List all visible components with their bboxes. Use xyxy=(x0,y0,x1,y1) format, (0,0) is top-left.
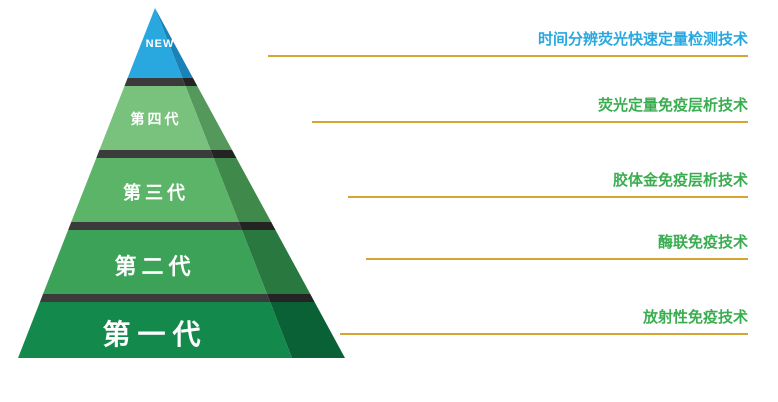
separator-2-front xyxy=(96,150,214,158)
tier-new-front xyxy=(127,8,183,78)
underline xyxy=(340,333,748,335)
tier-2nd-side xyxy=(241,230,311,294)
tech-label: 酶联免疫技术 xyxy=(657,234,748,251)
separator-3-side xyxy=(238,222,276,230)
separator-4-front xyxy=(39,294,271,302)
tech-row-elisa: 酶联免疫技术 xyxy=(366,233,748,260)
tier-1st-front xyxy=(18,302,292,358)
underline xyxy=(366,258,748,260)
tier-new-side xyxy=(155,8,193,78)
tier-2nd-front xyxy=(43,230,267,294)
underline xyxy=(312,121,748,123)
tech-row-colloidal-gold-immunochromatography: 胶体金免疫层析技术 xyxy=(348,171,748,198)
tier-label-1st-generation: 第一代 xyxy=(102,319,208,350)
tier-label-new: NEW xyxy=(145,38,175,50)
underline xyxy=(268,55,748,57)
tier-label-2nd-generation: 第二代 xyxy=(114,254,196,279)
separator-4-side xyxy=(267,294,315,302)
tech-row-time-resolved-fluorescence: 时间分辨荧光快速定量检测技术 xyxy=(268,30,748,57)
tech-row-radioimmunoassay: 放射性免疫技术 xyxy=(340,308,748,335)
tech-label: 放射性免疫技术 xyxy=(642,309,748,326)
separator-2-side xyxy=(210,150,237,158)
tech-row-fluorescence-immunochromatography: 荧光定量免疫层析技术 xyxy=(312,96,748,123)
tech-label: 时间分辨荧光快速定量检测技术 xyxy=(537,31,748,48)
tier-4th-side xyxy=(185,86,233,150)
tier-label-3rd-generation: 第三代 xyxy=(123,183,189,203)
tier-3rd-front xyxy=(71,158,239,222)
tier-3rd-side xyxy=(213,158,272,222)
tier-label-4th-generation: 第四代 xyxy=(130,111,182,127)
underline xyxy=(348,196,748,198)
tier-4th-front xyxy=(99,86,211,150)
tier-1st-side xyxy=(270,302,345,358)
pyramid-graphic xyxy=(18,8,345,358)
separator-1-side xyxy=(182,78,198,86)
tech-label: 荧光定量免疫层析技术 xyxy=(597,97,748,114)
separator-1-front xyxy=(124,78,186,86)
separator-3-front xyxy=(68,222,242,230)
tech-label: 胶体金免疫层析技术 xyxy=(612,172,748,189)
